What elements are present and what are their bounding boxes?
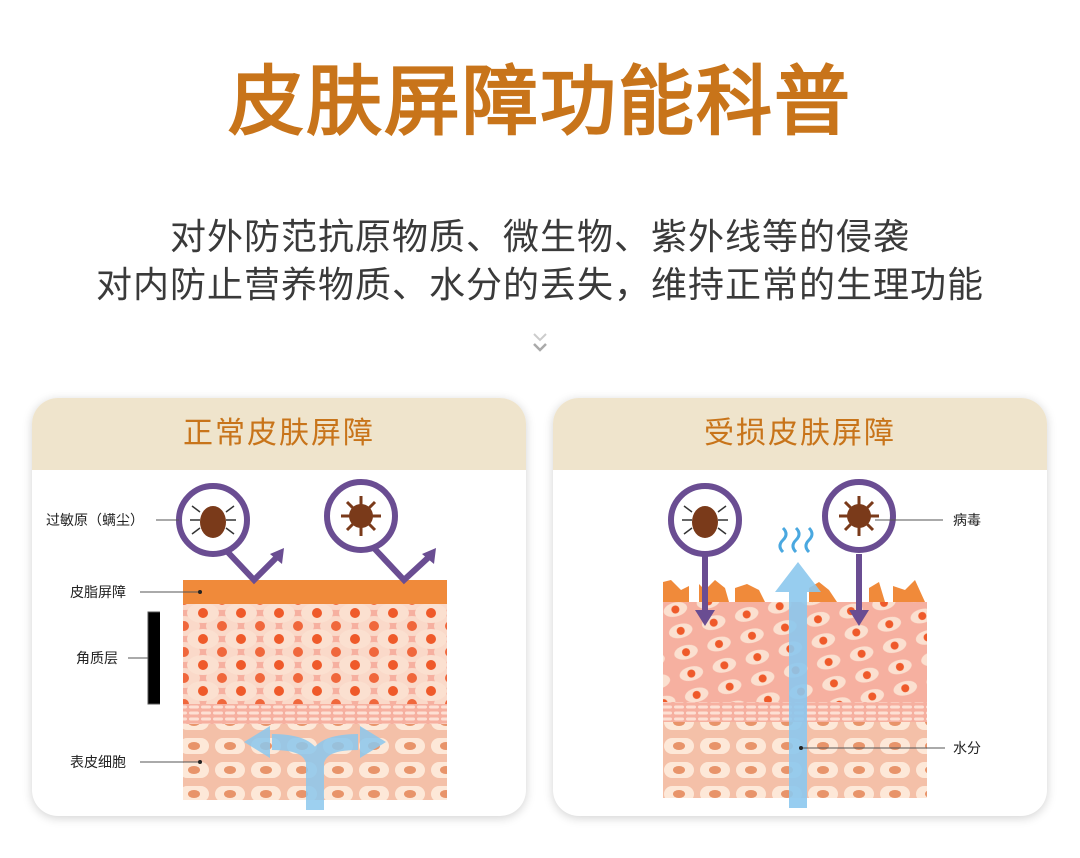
dust-mite-icon xyxy=(668,483,742,557)
dust-mite-icon xyxy=(176,483,250,557)
damaged-barrier-card: 受损皮肤屏障 xyxy=(553,398,1047,816)
damaged-barrier-diagram: 病毒 水分 xyxy=(663,479,981,808)
sebum-layer xyxy=(183,580,447,604)
deflection-arrows xyxy=(219,543,433,585)
label-stratum-corneum: 角质层 xyxy=(76,651,118,667)
penetration-arrows xyxy=(702,554,862,612)
subtitle-line-2: 对内防止营养物质、水分的丢失，维持正常的生理功能 xyxy=(95,265,984,306)
page-title: 皮肤屏障功能科普 xyxy=(228,57,852,146)
normal-barrier-card: 正常皮肤屏障 xyxy=(32,398,526,816)
label-sebum: 皮脂屏障 xyxy=(70,585,126,601)
evaporation-icon xyxy=(778,526,814,554)
water-retention-arrows xyxy=(244,726,386,810)
damaged-sebum-layer xyxy=(663,580,925,602)
label-virus: 病毒 xyxy=(953,513,981,529)
virus-icon xyxy=(324,479,398,553)
normal-barrier-diagram: 过敏原（螨尘） 皮脂屏障 角质层 表皮细胞 xyxy=(46,479,447,810)
label-allergen: 过敏原（螨尘） xyxy=(46,513,144,529)
normal-barrier-title: 正常皮肤屏障 xyxy=(32,398,526,470)
water-loss-arrow xyxy=(775,562,821,808)
subtitle-line-1: 对外防范抗原物质、微生物、紫外线等的侵袭 xyxy=(169,217,910,258)
virus-icon xyxy=(822,479,896,553)
label-epidermal-cells: 表皮细胞 xyxy=(70,755,126,771)
double-chevron-down-icon xyxy=(533,333,547,352)
damaged-barrier-title: 受损皮肤屏障 xyxy=(553,398,1047,470)
label-water: 水分 xyxy=(953,741,981,757)
